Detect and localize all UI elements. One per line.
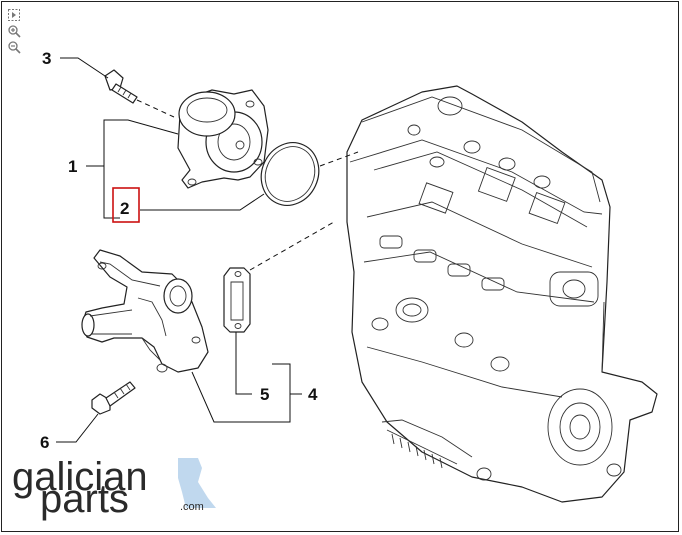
callout-2[interactable]: 2 (120, 199, 129, 218)
callout-labels: 3 1 2 5 4 6 (40, 49, 318, 452)
callout-3[interactable]: 3 (42, 49, 51, 68)
callout-5[interactable]: 5 (260, 385, 269, 404)
part-5-flat-gasket (223, 221, 335, 333)
logo-text-line2: parts (40, 477, 129, 521)
callout-1[interactable]: 1 (68, 157, 77, 176)
zoom-in-icon[interactable] (7, 24, 21, 38)
callout-2-highlight-box (112, 187, 140, 223)
part-1-water-pump (177, 89, 269, 189)
part-4-thermostat-housing (81, 249, 209, 373)
galicianparts-logo: galician parts .com (12, 455, 216, 521)
leader-lines (56, 57, 302, 443)
part-6-bolt (91, 381, 136, 415)
logo-text-suffix: .com (180, 501, 204, 513)
callout-4[interactable]: 4 (308, 385, 318, 404)
part-3-bolt (104, 69, 175, 118)
engine-block-illustration (346, 85, 658, 503)
callout-6[interactable]: 6 (40, 433, 49, 452)
zoom-out-icon[interactable] (7, 40, 21, 54)
logo-text-line1: galician (12, 455, 148, 499)
viewer-toolbar (7, 8, 23, 56)
fit-page-icon[interactable] (7, 8, 21, 22)
part-2-gasket-ring (260, 142, 359, 206)
